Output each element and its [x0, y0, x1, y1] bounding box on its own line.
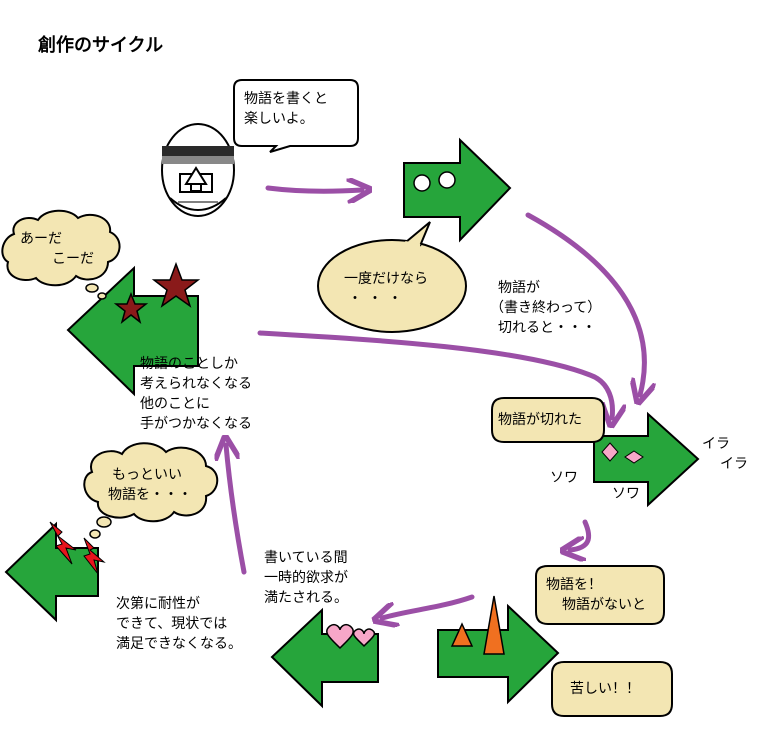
- painful-bubble: [551, 661, 673, 717]
- once-thought-line-2: ・・・: [348, 291, 408, 307]
- ran-out-text: 物語が切れた: [498, 412, 582, 428]
- star-icon: [113, 291, 149, 324]
- ado-kodo-thought-bubble: [1, 209, 121, 300]
- obsession-line-3: 他のことに: [140, 396, 210, 412]
- better-story-line-2: 物語を・・・: [108, 487, 192, 503]
- kodo-text: こーだ: [52, 251, 94, 267]
- green-arrow-with-lightning-icon: [4, 521, 106, 623]
- better-story-thought-bubble: [83, 442, 219, 539]
- diagram-title: 創作のサイクル: [38, 35, 164, 56]
- tolerance-line-3: 満足できなくなる。: [116, 636, 242, 652]
- cause-line-2: （書き終わって）: [490, 300, 602, 316]
- helmet-character-icon: [161, 123, 235, 217]
- star-icon: [151, 261, 201, 308]
- cycle-arrow-happy-to-withdrawal: [525, 212, 644, 395]
- green-arrow-fidgeting-icon: [593, 411, 700, 508]
- once-thought-line-1: 一度だけなら: [344, 271, 428, 287]
- ira-text-2: イラ: [720, 456, 748, 472]
- cycle-arrow-writer-to-happy: [265, 188, 362, 191]
- cause-line-3: 切れると・・・: [498, 320, 596, 336]
- writer-bubble-line-1: 物語を書くと: [244, 91, 328, 107]
- cycle-arrow-obsession-to-withdrawal: [257, 330, 612, 418]
- cycle-arrow-relief-to-obsession: [226, 445, 247, 575]
- craving-line-1: 物語を！: [546, 577, 602, 593]
- relief-line-2: 一時的欲求が: [264, 570, 348, 586]
- tolerance-line-1: 次第に耐性が: [116, 596, 200, 612]
- cycle-arrow-suffering-to-relief: [382, 594, 475, 618]
- ran-out-bubble: [491, 397, 605, 443]
- tolerance-line-2: できて、現状では: [116, 616, 228, 632]
- once-thought-bubble: [317, 221, 467, 333]
- obsession-line-1: 物語のことしか: [140, 356, 238, 372]
- green-arrow-with-flames-icon: [437, 595, 560, 705]
- relief-line-3: 満たされる。: [264, 590, 348, 606]
- relief-line-1: 書いている間: [264, 550, 348, 566]
- craving-line-2: 物語がないと: [562, 597, 646, 613]
- sowa-text-1: ソワ: [550, 470, 578, 486]
- green-arrow-with-eyes-icon: [403, 137, 512, 243]
- cause-line-1: 物語が: [498, 280, 540, 296]
- green-arrow-with-hearts-icon: [270, 607, 379, 709]
- ado-text: あーだ: [20, 231, 62, 247]
- better-story-line-1: もっといい: [112, 467, 182, 483]
- obsession-line-2: 考えられなくなる: [140, 376, 252, 392]
- writer-bubble-line-2: 楽しいよ。: [244, 111, 314, 127]
- cycle-arrow-withdrawal-to-suffering: [570, 519, 592, 550]
- ira-text-1: イラ: [702, 436, 730, 452]
- craving-bubble: [535, 565, 665, 625]
- cycle-arrows: [226, 188, 644, 618]
- writer-speech-bubble: [233, 79, 359, 153]
- sowa-text-2: ソワ: [612, 486, 640, 502]
- obsession-line-4: 手がつかなくなる: [140, 416, 252, 432]
- painful-text: 苦しい！！: [570, 681, 640, 697]
